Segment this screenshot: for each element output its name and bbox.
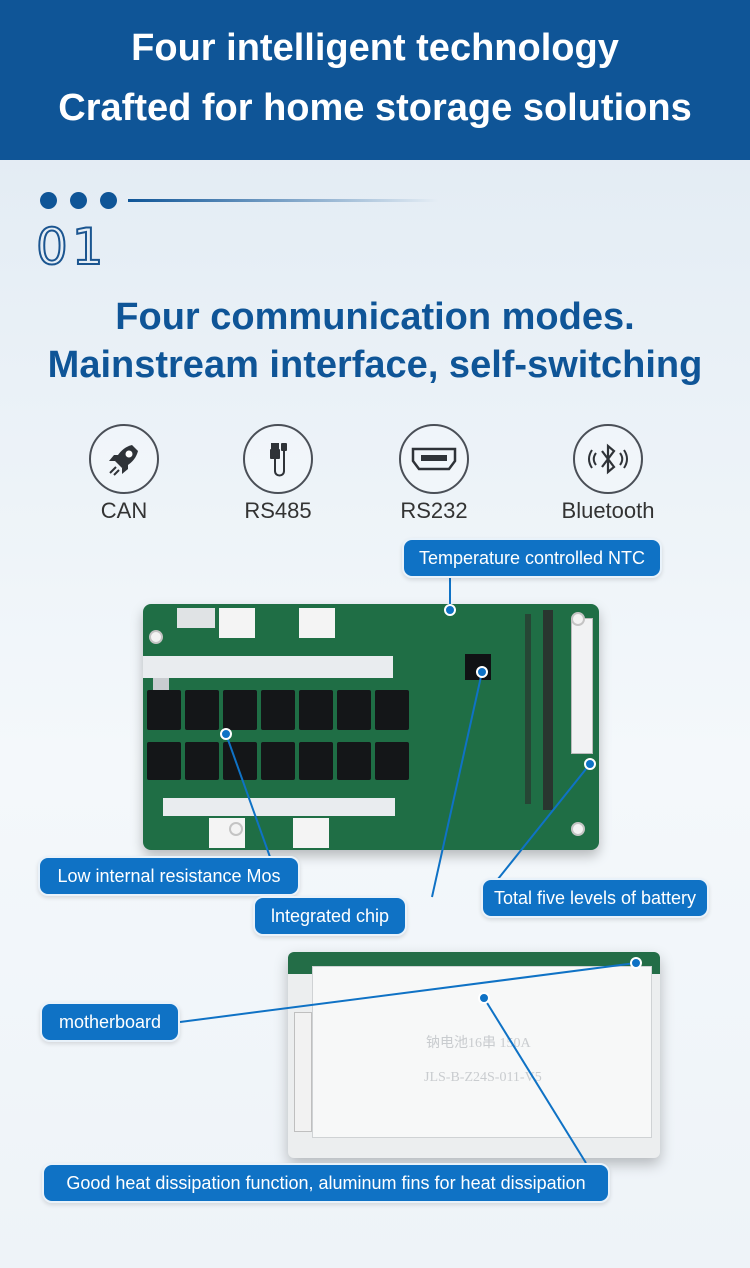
bms-pcb-board	[143, 604, 599, 850]
bluetooth-icon	[573, 424, 643, 494]
section-divider	[128, 199, 438, 202]
dot-icon	[100, 192, 117, 209]
callout-five-levels: Total five levels of battery	[481, 878, 709, 918]
dot-icon	[40, 192, 57, 209]
mode-label: RS232	[400, 498, 468, 523]
mode-rs232: RS232	[364, 424, 504, 524]
section-title-line1: Four communication modes.	[115, 296, 635, 338]
callout-heat-dissipation: Good heat dissipation function, aluminum…	[42, 1163, 610, 1203]
callout-ntc: Temperature controlled NTC	[402, 538, 662, 578]
section-number: 01	[35, 217, 108, 277]
header-banner: Four intelligent technology Crafted for …	[0, 0, 750, 160]
rocket-icon	[89, 424, 159, 494]
mode-rs485: RS485	[208, 424, 348, 524]
mode-label: RS485	[244, 498, 312, 523]
mode-can: CAN	[54, 424, 194, 524]
header-title-line1: Four intelligent technology	[131, 27, 619, 69]
header-title-line2: Crafted for home storage solutions	[58, 87, 692, 129]
mode-label: Bluetooth	[561, 498, 655, 523]
usb-cable-icon	[243, 424, 313, 494]
mode-label: CAN	[100, 498, 148, 523]
dot-icon	[70, 192, 87, 209]
mode-bluetooth: Bluetooth	[538, 424, 678, 524]
hdmi-port-icon	[399, 424, 469, 494]
callout-motherboard: motherboard	[40, 1002, 180, 1042]
section-title-line2: Mainstream interface, self-switching	[47, 344, 703, 386]
bms-aluminum-case: 钠电池16串 150A JLS-B-Z24S-011-V5	[288, 952, 660, 1158]
callout-mos: Low internal resistance Mos	[38, 856, 300, 896]
callout-integrated-chip: lntegrated chip	[253, 896, 407, 936]
